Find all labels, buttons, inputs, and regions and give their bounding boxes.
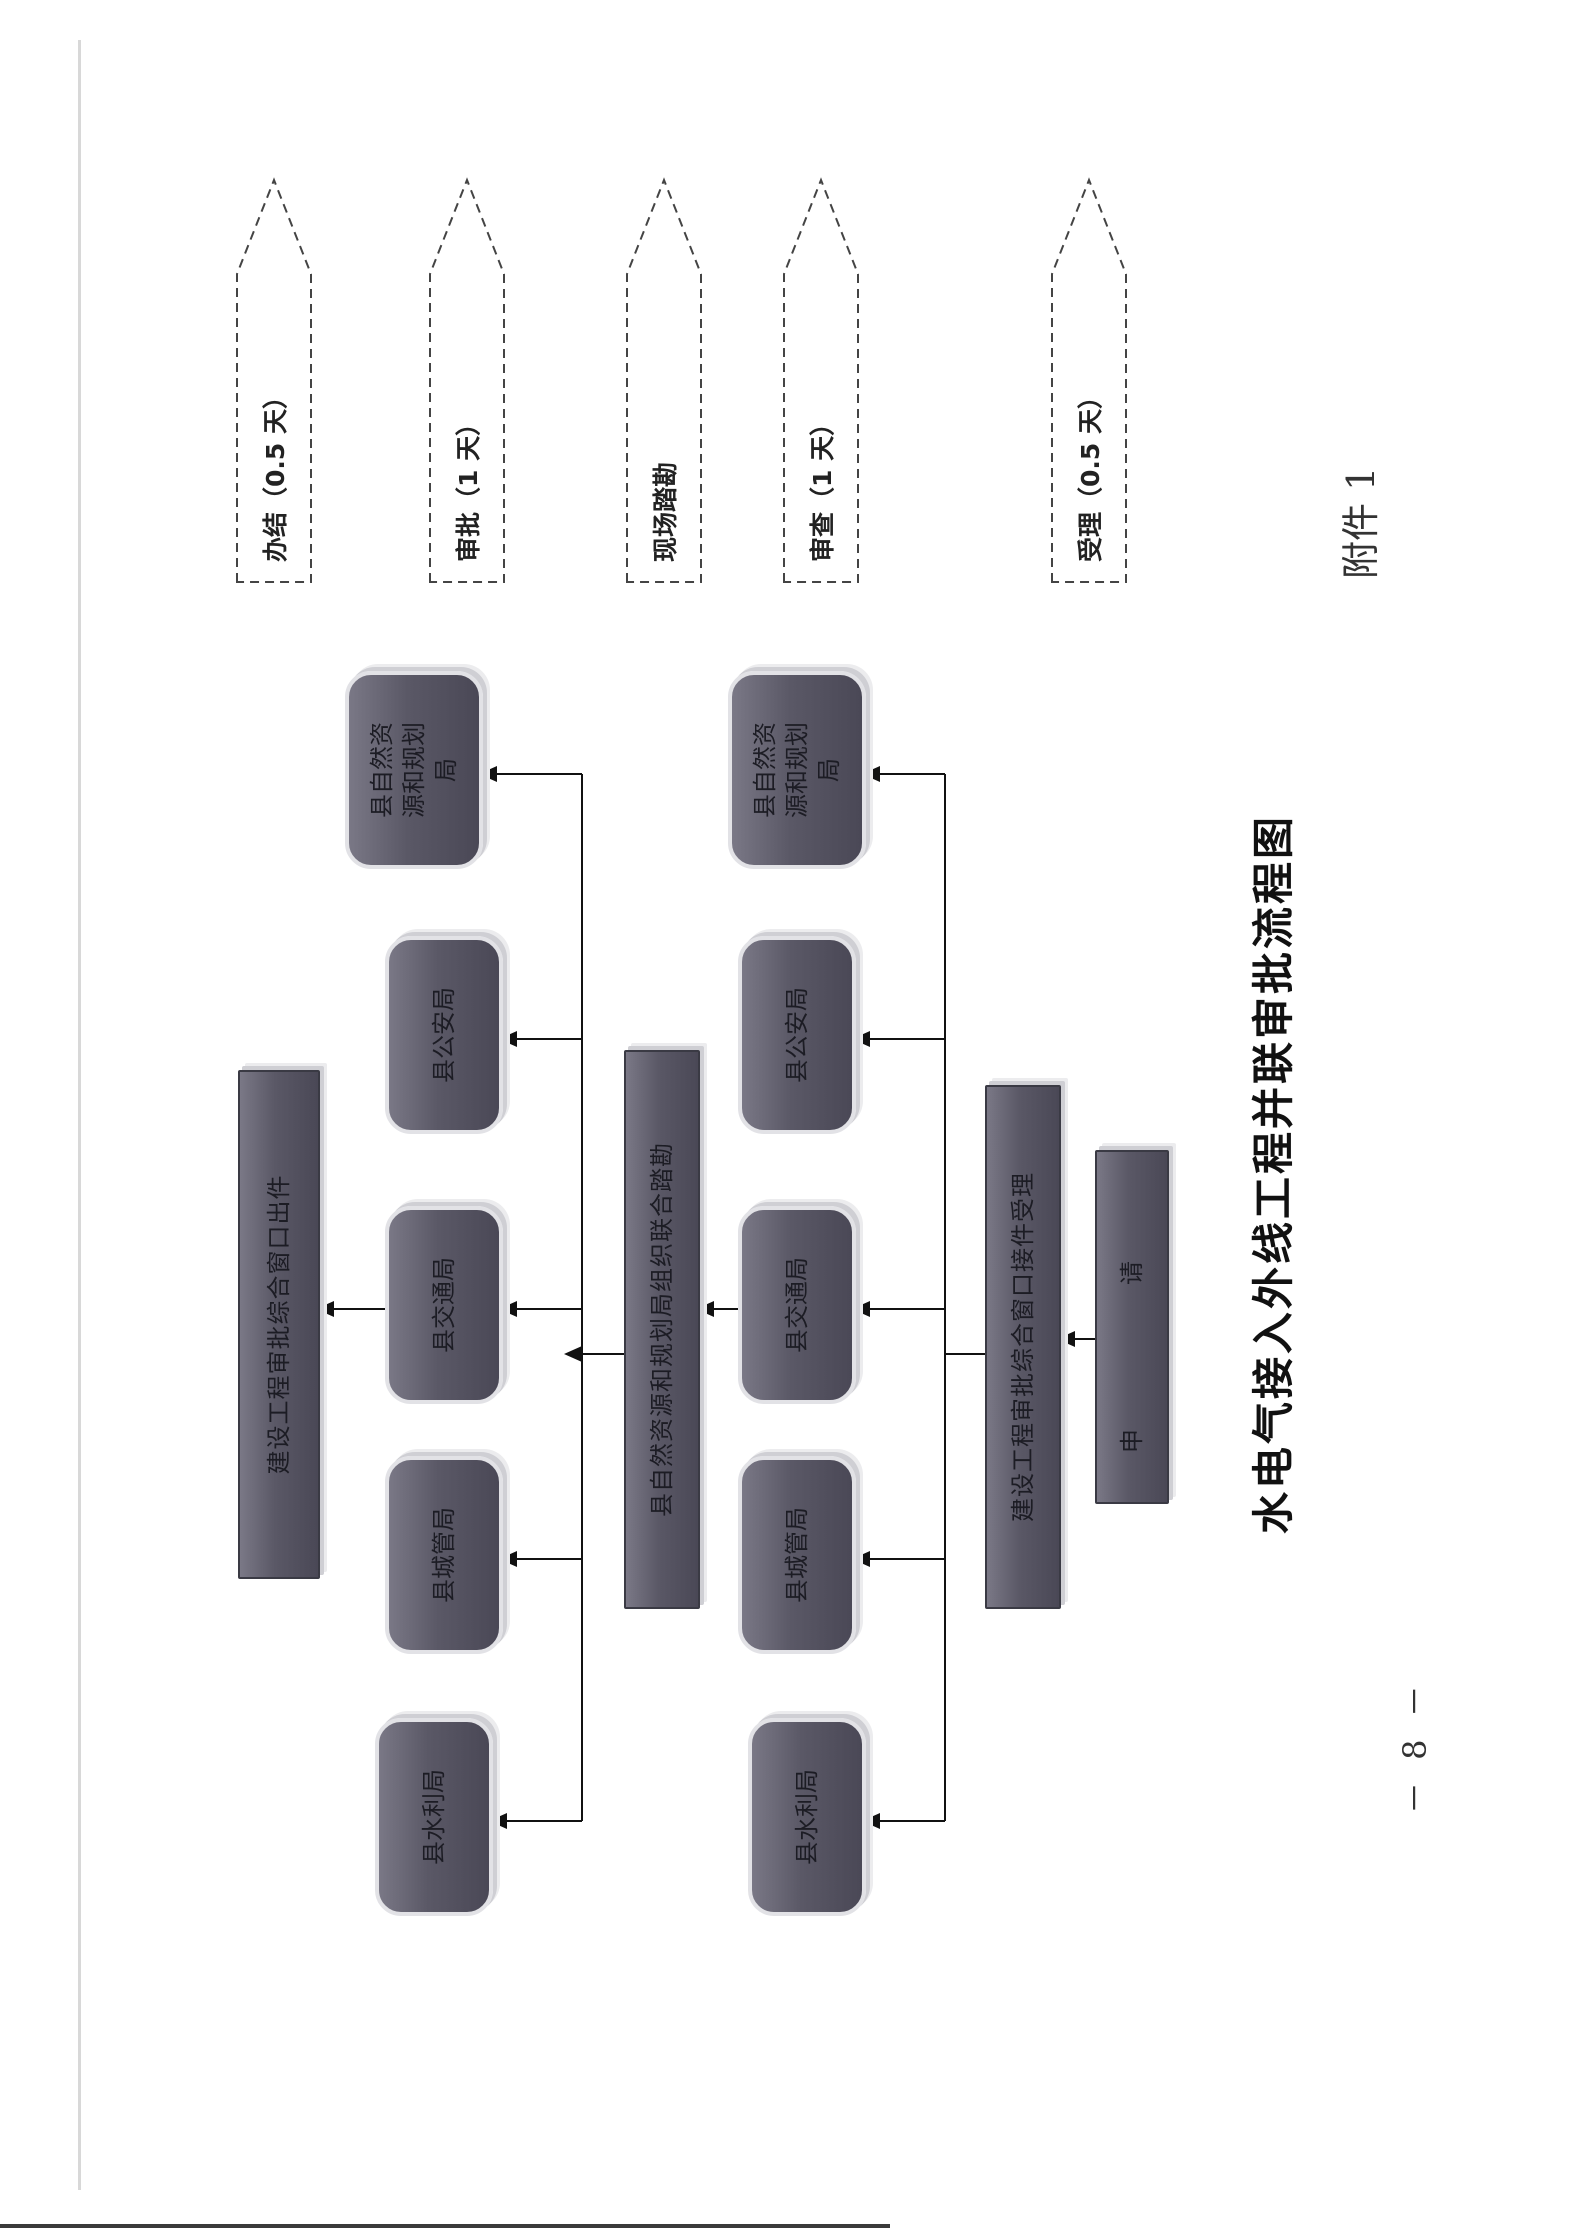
review-water-resources-box: 县水利局 [748,1718,866,1916]
attachment-label: 附件 1 [1339,466,1383,579]
phase-label: 现场踏勘 [651,461,680,562]
phase-label: 审批（1 天） [454,410,483,562]
review-label: 县城管局 [783,1507,811,1603]
approve-label: 县自然资源和规划局 [368,722,460,818]
arrowhead [316,1301,334,1317]
apply-box: 申 请 [1095,1150,1169,1504]
arrowhead [696,1301,714,1317]
approve-label: 县交通局 [430,1257,458,1353]
phase-arrow-shape [429,177,505,583]
page-number: － 8 － [1396,1679,1434,1814]
arrowhead [862,766,880,782]
arrowhead [852,1031,870,1047]
window-issue-label: 建设工程审批综合窗口出件 [265,1174,293,1475]
review-public-security-box: 县公安局 [738,936,856,1134]
phase-arrow-shape [783,177,859,583]
phase-label: 办结（0.5 天） [261,384,290,562]
review-label: 县水利局 [793,1769,821,1865]
phase-label: 审查（1 天） [808,410,837,562]
joint-survey-label: 县自然资源和规划局组织联合踏勘 [648,1142,676,1517]
phase-survey: 现场踏勘 [625,174,703,584]
page-title: 水电气接入外线工程并联审批流程图 [1249,813,1298,1534]
arrowhead [852,1301,870,1317]
arrowhead [852,1551,870,1567]
apply-label: 申 请 [1118,1201,1146,1453]
phase-review: 审查（1 天） [782,174,860,584]
window-accept-label: 建设工程审批综合窗口接件受理 [1009,1172,1037,1522]
review-urban-management-box: 县城管局 [738,1456,856,1654]
phase-approve: 审批（1 天） [428,174,506,584]
phase-arrow-shape [1051,177,1127,583]
review-label: 县交通局 [783,1257,811,1353]
review-label: 县公安局 [783,987,811,1083]
review-transport-box: 县交通局 [738,1206,856,1404]
scan-edge [78,40,81,2190]
review-natural-resources-box: 县自然资源和规划局 [728,671,866,869]
phase-arrow-shape [236,177,312,583]
joint-survey-box: 县自然资源和规划局组织联合踏勘 [624,1050,700,1609]
approve-natural-resources-box: 县自然资源和规划局 [345,671,483,869]
arrowhead [1057,1331,1075,1347]
window-issue-box: 建设工程审批综合窗口出件 [238,1070,320,1579]
approve-label: 县水利局 [420,1769,448,1865]
review-label: 县自然资源和规划局 [751,722,843,818]
arrowhead [499,1301,517,1317]
approve-transport-box: 县交通局 [385,1206,503,1404]
approve-urban-management-box: 县城管局 [385,1456,503,1654]
window-accept-box: 建设工程审批综合窗口接件受理 [985,1085,1061,1609]
arrowhead [499,1031,517,1047]
arrowhead [499,1551,517,1567]
scan-edge [0,2224,890,2228]
arrowhead [564,1346,582,1362]
approve-label: 县城管局 [430,1507,458,1603]
arrowhead [489,1813,507,1829]
approve-water-resources-box: 县水利局 [375,1718,493,1916]
phase-label: 受理（0.5 天） [1076,384,1105,562]
approve-label: 县公安局 [430,987,458,1083]
arrowhead [479,766,497,782]
phase-complete: 办结（0.5 天） [235,174,313,584]
phase-accept: 受理（0.5 天） [1050,174,1128,584]
approve-public-security-box: 县公安局 [385,936,503,1134]
phase-arrow-shape [626,177,702,583]
arrowhead [862,1813,880,1829]
